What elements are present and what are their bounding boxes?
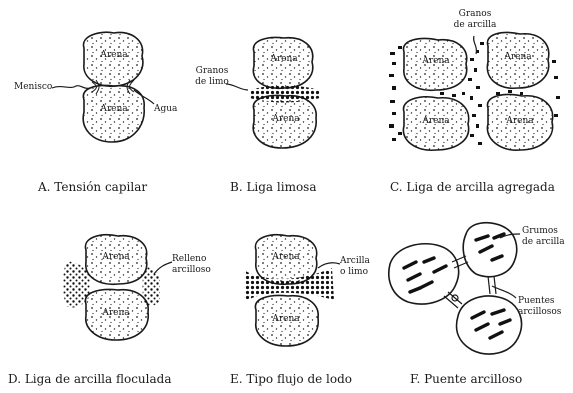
panel-b-label-limo: de limo xyxy=(190,77,234,87)
panel-c-label-granos: Granos xyxy=(452,9,498,19)
panel-a-grain-label-top: Arena xyxy=(94,50,134,60)
panel-e-label-arcilla: Arcilla xyxy=(340,256,370,266)
panel-f-grain-top xyxy=(463,223,516,277)
panel-e-leader-arcilla xyxy=(318,263,340,268)
panel-c-grain-label-tr: Arena xyxy=(498,52,538,62)
panel-c-grain-label-bl: Arena xyxy=(416,116,456,126)
panel-c-label-arcilla: de arcilla xyxy=(452,20,498,30)
panel-f-label-grumos: Grumos xyxy=(522,226,558,236)
panel-d-grain-label-bottom: Arena xyxy=(96,308,136,318)
panel-c-grain-label-br: Arena xyxy=(500,116,540,126)
panel-a-label-agua: Agua xyxy=(154,104,177,114)
panel-b-grain-label-top: Arena xyxy=(264,54,304,64)
panel-b-silt-band xyxy=(250,86,320,103)
panel-f-label-puentes: Puentes xyxy=(518,296,555,306)
panel-a-leader-menisco xyxy=(52,86,90,89)
panel-d-diagram xyxy=(63,235,172,340)
panel-c-caption: C. Liga de arcilla agregada xyxy=(390,180,555,194)
panel-f-grain-left xyxy=(389,244,459,304)
panel-e-grain-label-top: Arena xyxy=(266,252,306,262)
panel-a-label-menisco: Menisco xyxy=(14,82,52,92)
panel-b-caption: B. Liga limosa xyxy=(230,180,317,194)
panel-a-caption: A. Tensión capilar xyxy=(38,180,147,194)
panel-d-caption: D. Liga de arcilla floculada xyxy=(8,372,171,386)
panel-f-label-arcillosos: arcillosos xyxy=(518,307,561,317)
panel-f-caption: F. Puente arcilloso xyxy=(410,372,522,386)
panel-c-leader-arcilla xyxy=(474,36,477,54)
panel-d-label-relleno: Relleno xyxy=(172,254,206,264)
panel-c-grain-label-tl: Arena xyxy=(416,56,456,66)
panel-a-grain-label-bottom: Arena xyxy=(94,104,134,114)
panel-d-label-arcilloso: arcilloso xyxy=(172,265,211,275)
panel-e-caption: E. Tipo flujo de lodo xyxy=(230,372,352,386)
panel-d-grain-label-top: Arena xyxy=(96,252,136,262)
panel-d-floc-right xyxy=(143,267,161,306)
panel-a-diagram xyxy=(52,32,154,142)
panel-b-label-granos: Granos xyxy=(190,66,234,76)
panel-f-label-de-arcilla: de arcilla xyxy=(522,237,565,247)
panel-b-grain-label-bottom: Arena xyxy=(266,114,306,124)
panel-e-label-limo: o limo xyxy=(340,267,368,277)
panel-c-diagram xyxy=(389,33,560,151)
panel-e-grain-label-bottom: Arena xyxy=(266,314,306,324)
panel-f-diagram xyxy=(389,223,522,354)
